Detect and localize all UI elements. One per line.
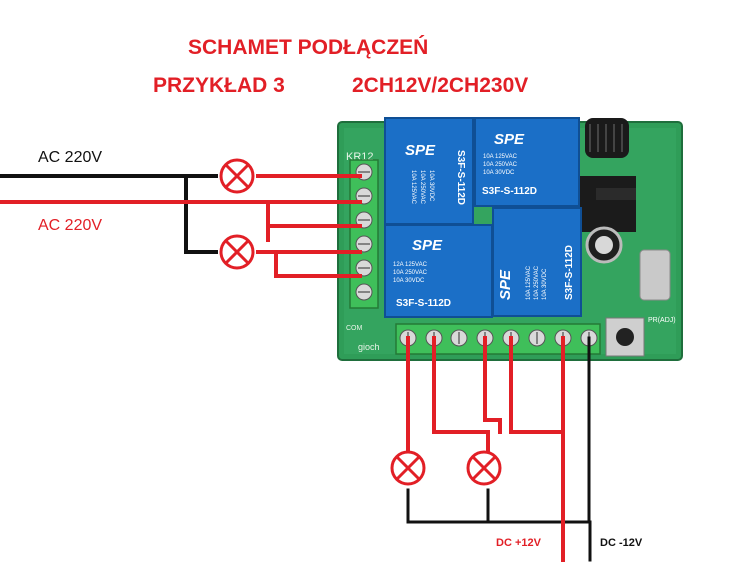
relay-model: S3F-S-112D bbox=[482, 186, 537, 197]
dc-wiring bbox=[406, 336, 592, 562]
relay-brand: SPE bbox=[405, 142, 436, 159]
relay-rating: 10A 30VDC bbox=[393, 278, 425, 284]
ac-wiring bbox=[0, 174, 362, 278]
relay-0: SPE S3F-S-112D 10A 125VAC 10A 250VAC 10A… bbox=[384, 117, 474, 225]
relay-rating: 10A 250VAC bbox=[483, 162, 518, 168]
relay-1: SPE S3F-S-112D 10A 125VAC 10A 250VAC 10A… bbox=[474, 117, 580, 207]
title-line1: SCHAMET PODŁĄCZEŃ bbox=[188, 36, 429, 59]
relay-rating: 12A 125VAC bbox=[393, 262, 428, 268]
relay-rating: 10A 250VAC bbox=[419, 170, 425, 205]
lamp-icon bbox=[466, 450, 502, 486]
svg-text:COM: COM bbox=[346, 325, 363, 332]
lamp-icon bbox=[219, 234, 255, 270]
ac-black-label: AC 220V bbox=[38, 149, 103, 166]
relay-rating: 10A 125VAC bbox=[410, 170, 416, 205]
lamp-icon bbox=[219, 158, 255, 194]
relay-rating: 10A 30VDC bbox=[542, 268, 548, 300]
svg-text:gioch: gioch bbox=[358, 342, 380, 352]
relay-brand: SPE bbox=[412, 237, 443, 254]
relay-model: S3F-S-112D bbox=[564, 245, 575, 300]
relay-rating: 10A 30VDC bbox=[428, 170, 434, 202]
ac-red-label: AC 220V bbox=[38, 217, 103, 234]
antenna-coil-icon bbox=[585, 118, 629, 158]
relay-rating: 10A 30VDC bbox=[483, 170, 515, 176]
relay-rating: 10A 125VAC bbox=[526, 265, 532, 300]
relay-rating: 10A 250VAC bbox=[534, 265, 540, 300]
title-example-number: PRZYKŁAD 3 bbox=[153, 74, 285, 97]
dc-plus-label: DC +12V bbox=[496, 537, 541, 549]
relay-model: S3F-S-112D bbox=[396, 298, 451, 309]
relay-rating: 10A 250VAC bbox=[393, 270, 428, 276]
left-terminal-block bbox=[349, 159, 379, 309]
relay-brand: SPE bbox=[494, 131, 525, 148]
lamp-icon bbox=[390, 450, 426, 486]
svg-text:PR(ADJ): PR(ADJ) bbox=[648, 317, 676, 324]
bottom-terminal-block bbox=[395, 323, 601, 355]
capacitor-icon bbox=[585, 226, 623, 264]
relay-model: S3F-S-112D bbox=[455, 150, 466, 205]
dc-minus-label: DC -12V bbox=[600, 537, 643, 549]
relay-3: SPE S3F-S-112D 10A 125VAC 10A 250VAC 10A… bbox=[492, 207, 582, 317]
relay-2: SPE S3F-S-112D 12A 125VAC 10A 250VAC 10A… bbox=[384, 224, 493, 318]
title-channel-config: 2CH12V/2CH230V bbox=[352, 74, 529, 97]
relay-brand: SPE bbox=[497, 269, 514, 300]
relay-rating: 10A 125VAC bbox=[483, 154, 518, 160]
